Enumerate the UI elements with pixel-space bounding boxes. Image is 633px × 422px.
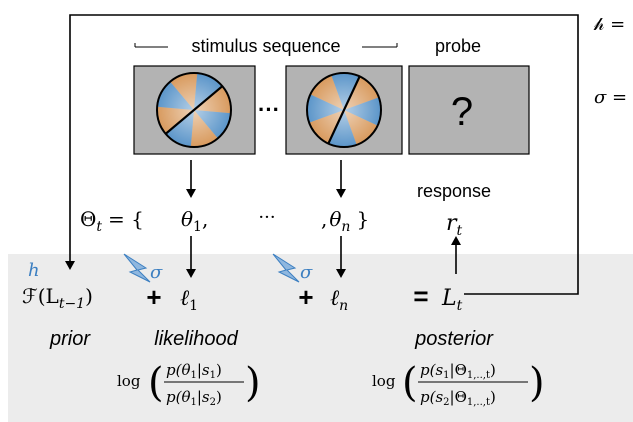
stimulus-panel-1	[133, 65, 256, 155]
posterior-log-ratio: log ( p(s1|Θ1,..,t) p(s2|Θ1,..,t) )	[372, 360, 545, 408]
sigma-param-label: σ =	[594, 87, 627, 108]
prior-formula: ℱ(Lt−1)	[22, 284, 93, 312]
svg-text:log: log	[117, 372, 141, 390]
feedback-loop-line	[65, 14, 579, 295]
posterior-caption: posterior	[414, 328, 494, 350]
likelihood-denominator: p(θ1|s2)	[166, 388, 222, 408]
stimulus-sequence-label: stimulus sequence	[191, 36, 340, 56]
prior-caption: prior	[49, 328, 91, 350]
posterior-numerator: p(s1|Θ1,..,t)	[420, 361, 496, 381]
plus-n: +	[298, 282, 313, 312]
stimulus-ellipsis: ···	[258, 97, 280, 122]
probe-panel: ?	[408, 65, 530, 155]
lightning-icon-n	[272, 253, 300, 283]
probe-label: probe	[435, 36, 481, 56]
svg-text:log: log	[372, 372, 396, 390]
h-param-label: 𝒽 =	[593, 14, 625, 35]
h-hazard-symbol: h	[28, 260, 40, 281]
theta-n: ,θn}	[321, 207, 369, 235]
equals-sign: =	[413, 281, 428, 311]
posterior-L: Lt	[441, 286, 463, 314]
posterior-denominator: p(s2|Θ1,..,t)	[420, 388, 496, 408]
svg-text:): )	[245, 360, 261, 406]
sigma-noise-1: σ	[150, 262, 163, 283]
theta-1: θ1,	[181, 207, 208, 235]
probe-question-mark: ?	[451, 90, 473, 134]
lightning-icon-1	[123, 253, 151, 283]
stimulus-disc-n	[306, 72, 382, 148]
stimulus-panel-n	[285, 65, 403, 155]
stimulus-disc-1	[156, 72, 232, 148]
svg-text:): )	[529, 360, 545, 406]
response-r: rt	[446, 211, 463, 239]
plus-1: +	[146, 282, 161, 312]
likelihood-log-ratio: log ( p(θ1|s1) p(θ1|s2) )	[117, 360, 261, 408]
response-label: response	[417, 181, 491, 201]
sigma-noise-n: σ	[300, 262, 313, 283]
svg-text:(: (	[148, 360, 164, 406]
model-band	[8, 254, 633, 422]
svg-text:(: (	[402, 360, 418, 406]
theta-set: Θt= {	[80, 207, 144, 235]
likelihood-n-symbol: ℓn	[330, 286, 348, 314]
likelihood-numerator: p(θ1|s1)	[166, 361, 222, 381]
theta-ellipsis: ···	[258, 207, 275, 228]
likelihood-1-symbol: ℓ1	[180, 286, 198, 314]
likelihood-caption: likelihood	[154, 328, 238, 350]
